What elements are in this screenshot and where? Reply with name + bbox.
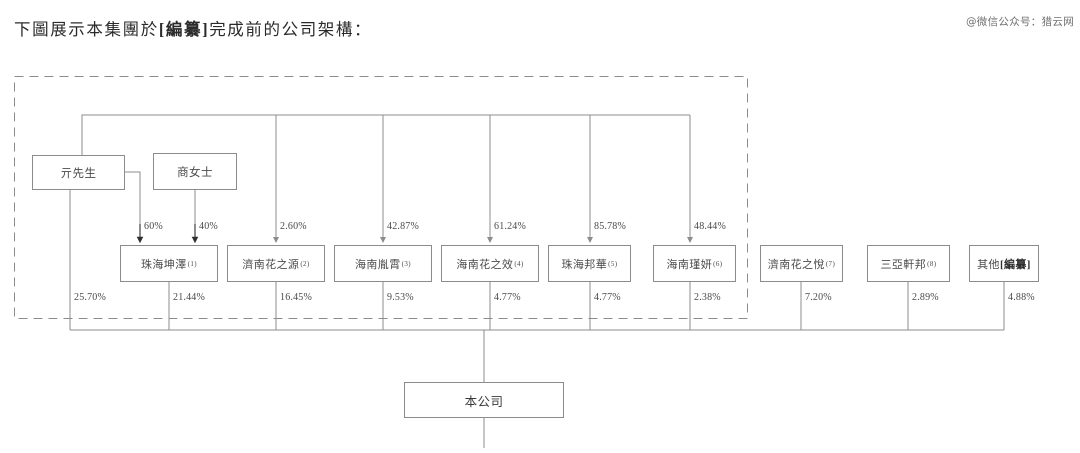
entity-box-3[interactable]: 海南胤霄(3) [334,245,432,282]
entity-box-9[interactable]: 其他[編纂] [969,245,1039,282]
entity-name: 珠海邦華 [561,258,608,271]
entity-box-4[interactable]: 海南花之效(4) [441,245,539,282]
entity-box-7[interactable]: 濟南花之悅(7) [760,245,843,282]
page-title-bold: [編纂] [158,20,210,39]
entity-name: 海南瑾妍 [666,258,713,271]
entity-box-2[interactable]: 濟南花之源(2) [227,245,325,282]
person-box-1[interactable]: 亓先生 [32,155,125,190]
entity-name: 珠海坤澤 [141,258,187,271]
page-title: 下圖展示本集團於[編纂]完成前的公司架構： [14,16,372,40]
company-box[interactable]: 本公司 [404,382,564,418]
person-name: 亓先生 [60,167,97,180]
pct-bottom-3: 16.45% [280,292,313,303]
entity-name: 濟南花之悅 [767,258,825,271]
person-box-2[interactable]: 商女士 [153,153,237,190]
entity-name: 濟南花之源 [242,258,300,271]
group-dashed-border [14,76,748,319]
pct-top-7: 48.44% [694,221,727,232]
entity-note: (8) [927,259,937,268]
entity-name: 海南花之效 [456,258,514,271]
entity-box-6[interactable]: 海南瑾妍(6) [653,245,736,282]
pct-bottom-1: 25.70% [74,292,107,303]
page-title-part-a: 下圖展示本集團於 [14,20,159,39]
pct-top-2: 40% [199,221,218,232]
entity-name-suffix: [編纂] [999,258,1031,271]
pct-top-1: 60% [144,221,163,232]
entity-note: (4) [514,259,524,268]
pct-bottom-7: 2.38% [694,292,721,303]
pct-bottom-9: 2.89% [912,292,939,303]
entity-note: (7) [825,259,836,268]
entity-box-1[interactable]: 珠海坤澤(1) [120,245,218,282]
pct-bottom-5: 4.77% [494,292,521,303]
entity-name: 其他 [977,258,1000,271]
company-name: 本公司 [464,394,504,409]
pct-bottom-8: 7.20% [805,292,832,303]
watermark: @微信公众号：猎云网 [966,16,1074,28]
entity-note: (1) [187,259,197,268]
entity-box-5[interactable]: 珠海邦華(5) [548,245,631,282]
entity-note: (2) [300,259,310,268]
entity-name: 海南胤霄 [355,258,401,271]
pct-bottom-6: 4.77% [594,292,621,303]
entity-name: 三亞軒邦 [880,258,927,271]
entity-note: (6) [713,259,723,268]
entity-note: (5) [608,259,618,268]
pct-top-6: 85.78% [594,221,627,232]
pct-bottom-4: 9.53% [387,292,414,303]
pct-bottom-10: 4.88% [1008,292,1035,303]
page-title-part-b: 完成前的公司架構： [209,20,373,39]
pct-top-5: 61.24% [494,221,527,232]
entity-note: (3) [401,259,411,268]
entity-box-8[interactable]: 三亞軒邦(8) [867,245,950,282]
pct-bottom-2: 21.44% [173,292,206,303]
pct-top-4: 42.87% [387,221,420,232]
pct-top-3: 2.60% [280,221,307,232]
person-name: 商女士 [177,166,213,179]
